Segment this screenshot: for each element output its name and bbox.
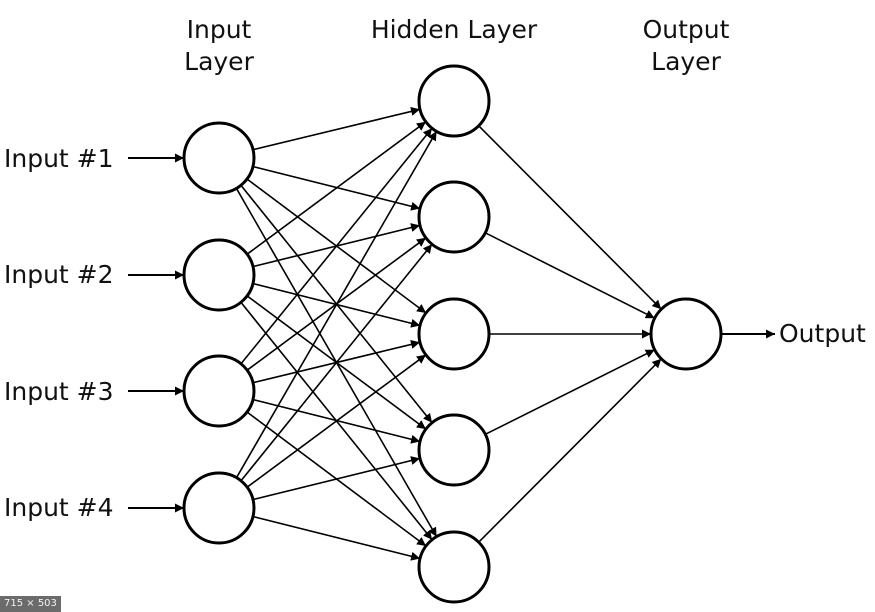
output-layer-title-line-2: Layer — [651, 47, 721, 76]
input-arrows — [128, 153, 184, 513]
output-layer-title: Output Layer — [643, 15, 730, 76]
edge-hidden-5-to-output — [478, 358, 662, 543]
input-label-2: Input #2 — [4, 260, 114, 289]
edge-input-4-to-hidden-5 — [252, 515, 421, 561]
hidden-layer-title: Hidden Layer — [371, 15, 538, 44]
nodes — [182, 64, 723, 604]
input-layer-title-line-2: Layer — [184, 47, 254, 76]
edge-input-1-to-hidden-1 — [252, 107, 421, 151]
connections — [235, 107, 662, 561]
edge-hidden-2-to-output — [484, 232, 656, 319]
edge-hidden-1-to-output — [478, 125, 662, 310]
input-label-4: Input #4 — [4, 493, 114, 522]
hidden-layer-title-line-1: Hidden Layer — [371, 15, 538, 44]
input-labels: Input #1 Input #2 Input #3 Input #4 — [4, 144, 114, 522]
image-size-badge: 715 × 503 — [0, 596, 61, 612]
input-layer-title-line-1: Input — [187, 15, 252, 44]
output-node-1 — [649, 297, 723, 371]
edge-input-4-to-hidden-4 — [252, 456, 421, 501]
hidden-node-1 — [417, 64, 491, 138]
edge-input-4-to-hidden-2 — [240, 243, 433, 482]
output-label: Output — [779, 319, 866, 348]
edge-input-4-to-hidden-1 — [235, 130, 438, 479]
input-node-1 — [182, 121, 256, 195]
edge-input-4-to-hidden-3 — [246, 354, 427, 488]
hidden-node-5 — [417, 530, 491, 604]
hidden-node-2 — [417, 180, 491, 254]
edge-input-3-to-hidden-1 — [240, 127, 433, 365]
input-layer-title: Input Layer — [184, 15, 254, 76]
input-label-3: Input #3 — [4, 377, 114, 406]
edge-hidden-4-to-output — [484, 348, 656, 436]
input-node-3 — [182, 354, 256, 428]
output-layer-title-line-1: Output — [643, 15, 730, 44]
input-label-1: Input #1 — [4, 144, 114, 173]
hidden-node-3 — [417, 297, 491, 371]
input-node-4 — [182, 471, 256, 545]
input-node-2 — [182, 238, 256, 312]
hidden-node-4 — [417, 413, 491, 487]
edge-input-2-to-hidden-1 — [246, 121, 427, 255]
